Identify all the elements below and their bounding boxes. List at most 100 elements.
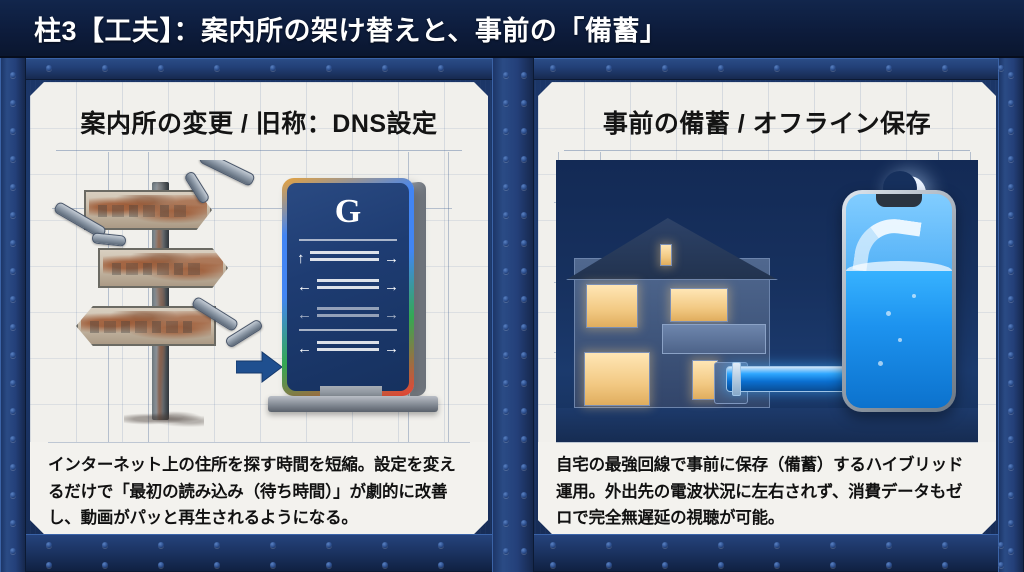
panel-title-dns: 案内所の変更 / 旧称：DNS設定 (80, 110, 438, 138)
frame-rivet (10, 184, 16, 190)
frame-rivet (521, 436, 527, 442)
panel-dns: 案内所の変更 / 旧称：DNS設定 (30, 82, 488, 534)
frame-rivet (503, 548, 509, 554)
frame-rivet (942, 562, 948, 568)
screen-divider-top (299, 239, 397, 241)
screen-row-0: ↑ → (297, 247, 399, 269)
transition-arrow-icon (236, 350, 282, 384)
frame-rivet (438, 65, 444, 71)
frame-rivet (662, 65, 668, 71)
caption-text-offline: 自宅の最強回線で事前に保存（備蓄）するハイブリッド運用。外出先の電波状況に左右さ… (556, 456, 964, 528)
night-ground (556, 408, 978, 442)
frame-rivet (10, 156, 16, 162)
frame-rivet (1008, 100, 1014, 106)
frame-rivet (521, 408, 527, 414)
blueprint-vline-d (448, 152, 449, 452)
panel-offline: 事前の備蓄 / オフライン保存 (538, 82, 996, 534)
frame-rivet (503, 156, 509, 162)
frame-rivet (10, 464, 16, 470)
night-scene (556, 160, 978, 442)
frame-rivet (521, 268, 527, 274)
screen-row-1-left-arrow-icon: ← (297, 277, 312, 295)
frame-rivet (1008, 72, 1014, 78)
panel-title-rule-left (56, 150, 462, 151)
frame-rivet (10, 492, 16, 498)
frame-rivet (10, 72, 16, 78)
house-window-upper-left (586, 284, 638, 328)
screen-row-2-right-arrow-icon: → (384, 305, 399, 323)
smartphone (842, 190, 956, 412)
sign-board-3 (76, 306, 216, 346)
frame-rivet (550, 65, 556, 71)
frame-rivet (1008, 240, 1014, 246)
frame-rivet (1008, 352, 1014, 358)
water-bubble (886, 311, 891, 316)
rusty-signpost (48, 160, 278, 442)
frame-rivet (521, 296, 527, 302)
board-rgb-bezel: G ↑ → ← → (282, 178, 414, 396)
frame-rivet (521, 548, 527, 554)
frame-rivet (382, 65, 388, 71)
slide-title-bar: 柱3【工夫】：案内所の架け替えと、事前の「備蓄」 (0, 0, 1024, 58)
frame-rivet (1008, 492, 1014, 498)
board-screen: G ↑ → ← → (287, 183, 409, 391)
frame-rivet (1008, 212, 1014, 218)
frame-rivet (774, 562, 780, 568)
ground-debris (124, 410, 204, 428)
frame-rivet (521, 240, 527, 246)
frame-post-center (492, 58, 534, 572)
frame-rivet (774, 542, 780, 548)
robot-arm-left-claw (92, 232, 127, 246)
frame-rivet (886, 65, 892, 71)
google-display-board: G ↑ → ← → (260, 164, 470, 442)
frame-rivet (10, 268, 16, 274)
frame-rivet (503, 352, 509, 358)
sign-faded-text-2 (112, 263, 204, 275)
caption-text-dns: インターネット上の住所を探す時間を短縮。設定を変えるだけで「最初の読み込み（待ち… (48, 456, 456, 528)
frame-rivet (438, 542, 444, 548)
frame-rivet (718, 542, 724, 548)
screen-row-3: ← → (297, 337, 399, 359)
frame-rivet (503, 100, 509, 106)
frame-rivet (1008, 380, 1014, 386)
frame-rivet (10, 380, 16, 386)
blueprint-hline-a (52, 208, 452, 209)
panel-title-rule-right (564, 150, 970, 151)
frame-rivet (102, 65, 108, 71)
screen-row-2: ← → (297, 303, 399, 325)
frame-rivet (10, 212, 16, 218)
frame-rivet (521, 492, 527, 498)
google-g-icon: G (334, 193, 362, 230)
frame-rivet (1008, 324, 1014, 330)
frame-rivet (503, 268, 509, 274)
frame-rivet (10, 296, 16, 302)
frame-rivet (998, 562, 1004, 568)
frame-rivet (438, 562, 444, 568)
frame-rivet (326, 65, 332, 71)
smartphone-screen (846, 194, 952, 408)
frame-rivet (270, 562, 276, 568)
frame-rivet (521, 184, 527, 190)
frame-rivet (521, 380, 527, 386)
frame-rivet (550, 542, 556, 548)
frame-rivet (503, 128, 509, 134)
frame-rivet (503, 72, 509, 78)
frame-rivet (521, 72, 527, 78)
sign-faded-text-3 (90, 321, 192, 333)
frame-rivet (10, 408, 16, 414)
sign-board-1 (84, 190, 212, 230)
water-bubble (878, 361, 883, 366)
smartphone-notch (876, 194, 922, 207)
frame-rivet (10, 352, 16, 358)
frame-rivet (942, 542, 948, 548)
frame-rivet (1008, 436, 1014, 442)
frame-rivet (1008, 128, 1014, 134)
frame-rivet (550, 562, 556, 568)
frame-rivet (102, 542, 108, 548)
frame-rivet (606, 65, 612, 71)
frame-rivet (270, 65, 276, 71)
caption-offline: 自宅の最強回線で事前に保存（備蓄）するハイブリッド運用。外出先の電波状況に左右さ… (538, 442, 996, 534)
frame-rivet (606, 542, 612, 548)
frame-rivet (503, 212, 509, 218)
frame-rivet (521, 100, 527, 106)
